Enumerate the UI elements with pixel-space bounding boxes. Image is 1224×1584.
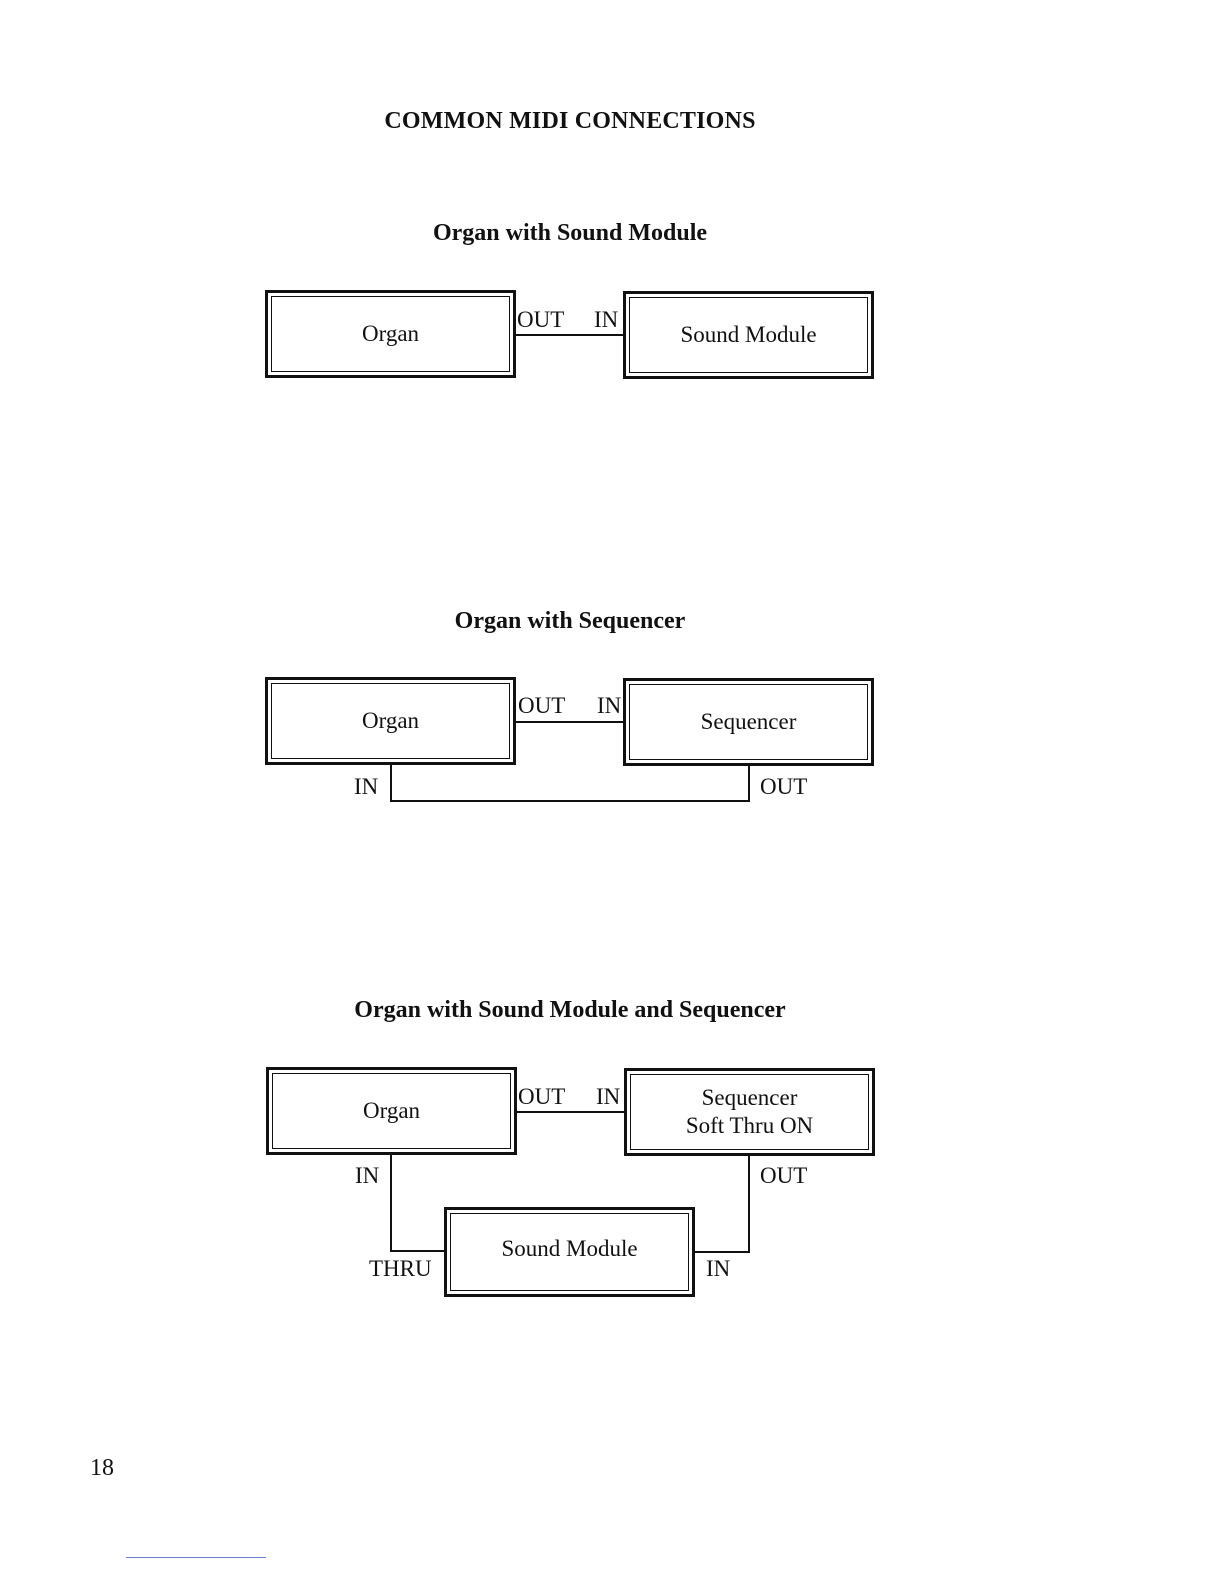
midi-cable <box>516 721 624 723</box>
organ-label: Organ <box>363 1097 420 1125</box>
sequencer-in-port: IN <box>596 1084 620 1110</box>
sequencer-out-port: OUT <box>760 1163 807 1189</box>
organ-in-port: IN <box>354 774 378 800</box>
midi-cable <box>390 800 750 802</box>
page-number: 18 <box>90 1455 114 1482</box>
footer-divider <box>126 1557 266 1558</box>
sequencer-name: Sequencer <box>686 1084 813 1112</box>
organ-box: Organ <box>266 1067 517 1155</box>
organ-in-port: IN <box>355 1163 379 1189</box>
sequencer-label: Sequencer Soft Thru ON <box>686 1084 813 1140</box>
page-title: COMMON MIDI CONNECTIONS <box>0 108 1140 135</box>
midi-cable <box>692 1251 750 1253</box>
organ-box: Organ <box>265 677 516 765</box>
sound-module-box: Sound Module <box>623 291 874 379</box>
diagram-title: Organ with Sound Module <box>0 220 1140 247</box>
sequencer-box: Sequencer Soft Thru ON <box>624 1068 875 1156</box>
sequencer-in-port: IN <box>597 693 621 719</box>
soft-thru-setting: Soft Thru ON <box>686 1112 813 1140</box>
organ-out-port: OUT <box>518 693 565 719</box>
module-in-port: IN <box>594 307 618 333</box>
midi-cable <box>390 765 392 802</box>
midi-cable <box>517 1111 625 1113</box>
sound-module-box: Sound Module <box>444 1207 695 1297</box>
organ-out-port: OUT <box>518 1084 565 1110</box>
module-thru-port: THRU <box>369 1256 432 1282</box>
diagram-title: Organ with Sound Module and Sequencer <box>0 997 1140 1024</box>
module-in-port: IN <box>706 1256 730 1282</box>
diagram-title: Organ with Sequencer <box>0 608 1140 635</box>
sound-module-label: Sound Module <box>680 321 816 349</box>
sequencer-label: Sequencer <box>701 708 797 736</box>
midi-cable <box>390 1250 446 1252</box>
midi-cable <box>516 334 624 336</box>
midi-cable <box>390 1155 392 1252</box>
midi-cable <box>748 1156 750 1253</box>
sequencer-box: Sequencer <box>623 678 874 766</box>
organ-label: Organ <box>362 320 419 348</box>
sequencer-out-port: OUT <box>760 774 807 800</box>
sound-module-label: Sound Module <box>501 1235 637 1263</box>
organ-box: Organ <box>265 290 516 378</box>
organ-label: Organ <box>362 707 419 735</box>
midi-cable <box>748 765 750 802</box>
organ-out-port: OUT <box>517 307 564 333</box>
